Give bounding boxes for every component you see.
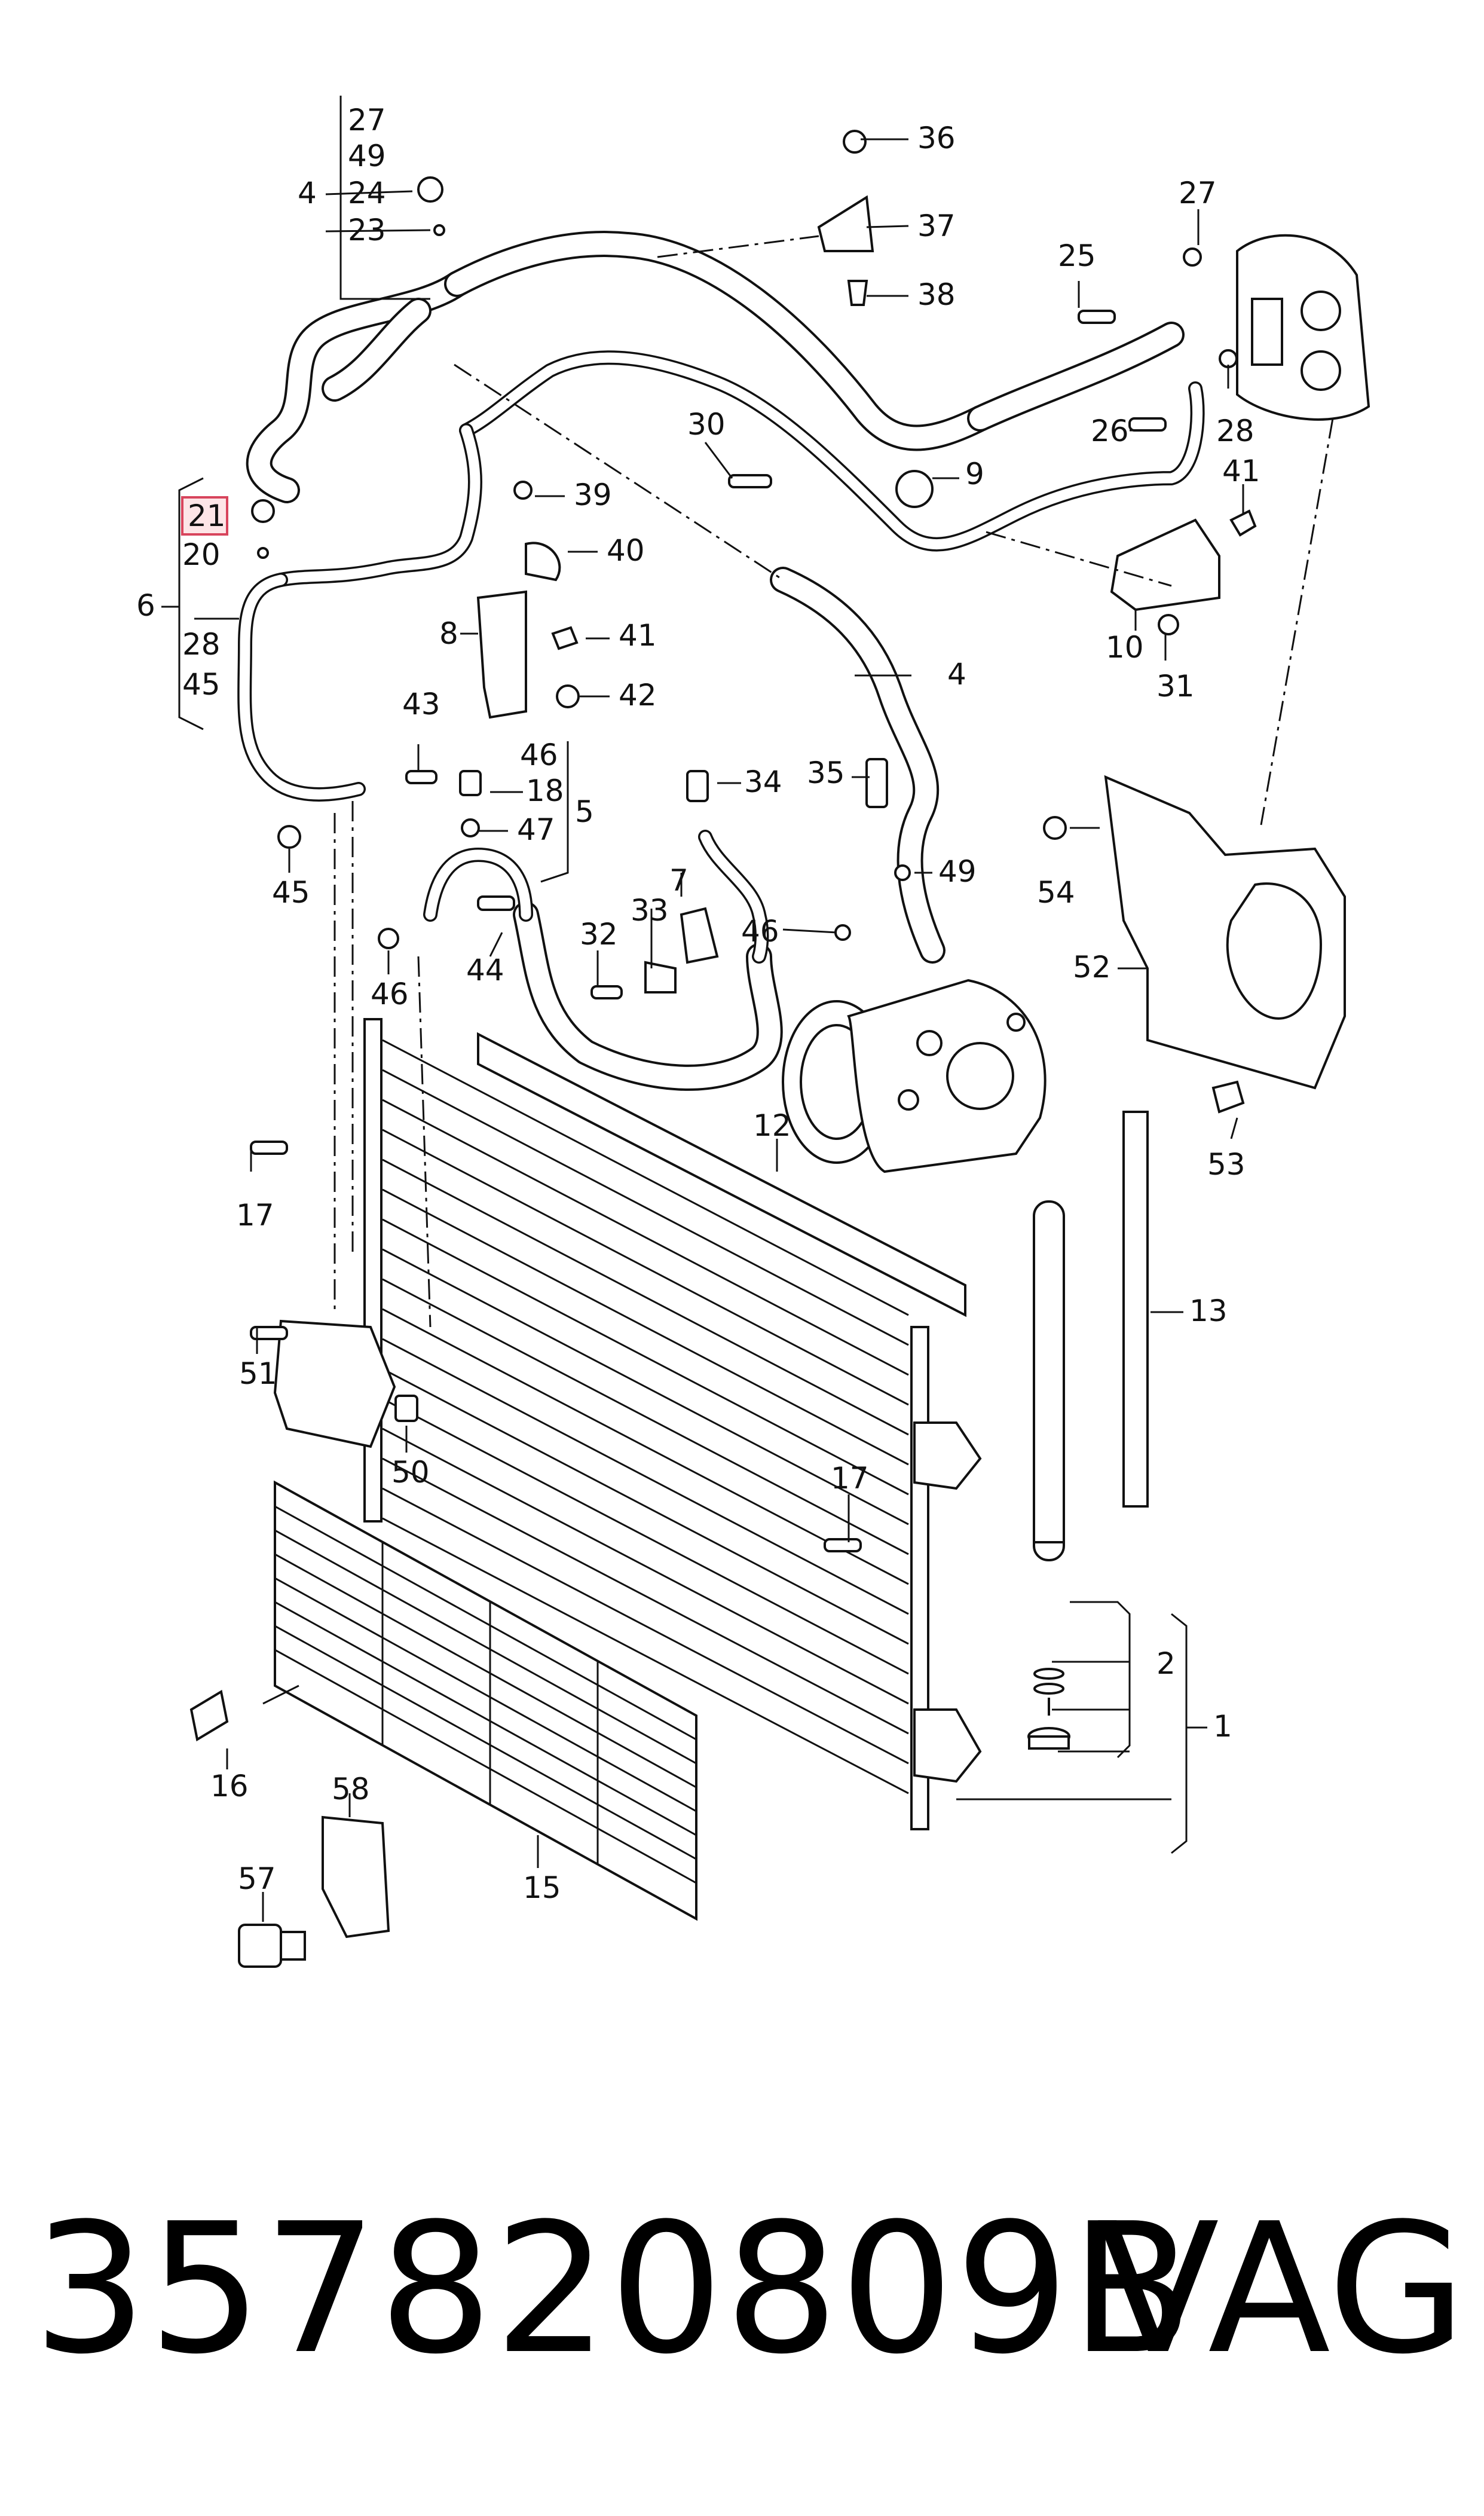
callout-46a: 46 [520,738,558,772]
callout-54: 54 [1037,875,1075,910]
hose-4-lower [770,567,946,964]
callout-41b: 41 [619,618,657,653]
callout-18: 18 [526,774,564,808]
callout-44: 44 [466,953,504,988]
heat-shield [1104,775,1346,1090]
receiver-drier [1027,1200,1070,1750]
hose-4-upper [246,231,1185,503]
callout-labels: 27 49 4 24 23 36 37 38 27 25 26 28 30 9 … [136,103,1260,1905]
callout-41a: 41 [1222,454,1260,488]
callout-58: 58 [332,1772,370,1806]
callout-49b: 49 [938,854,977,889]
hose-7 [698,830,769,964]
callout-27a: 27 [348,103,386,137]
leader-lines [161,96,1244,1922]
callout-20: 20 [182,537,221,572]
part-number: 357820809B [33,2185,1195,2393]
callout-40: 40 [607,533,645,568]
callout-28a: 28 [182,627,221,662]
callout-46c: 46 [371,977,409,1011]
callout-24: 24 [348,176,386,210]
callout-26: 26 [1091,414,1129,448]
callout-45b: 45 [272,875,310,910]
callout-16: 16 [210,1769,249,1803]
callout-33: 33 [631,893,669,928]
callout-12: 12 [753,1108,791,1143]
highlight-box-21 [181,496,228,536]
callout-39: 39 [574,478,612,512]
callout-2: 2 [1156,1646,1176,1681]
callout-45a: 45 [182,667,221,702]
callout-38: 38 [917,277,956,312]
callout-51: 51 [239,1356,277,1391]
callout-5: 5 [575,794,594,829]
pressure-sensor [238,1924,282,1968]
compressor [782,979,1047,1173]
callout-7: 7 [669,863,689,898]
callout-50: 50 [391,1455,430,1490]
bracket-10 [1110,518,1220,612]
callout-4a: 4 [298,176,317,210]
callout-28b: 28 [1216,414,1254,448]
callout-46b: 46 [741,914,779,949]
condenser [274,1018,982,1921]
callout-47: 47 [517,812,555,847]
callout-4b: 4 [947,657,966,692]
callout-30: 30 [687,407,726,442]
bracket-8 [476,590,527,719]
callout-57: 57 [238,1861,276,1896]
callout-17a: 17 [236,1198,274,1233]
callout-37: 37 [917,209,956,243]
callout-34: 34 [744,765,782,799]
callout-27b: 27 [1179,176,1217,210]
bracket-5 [273,1319,396,1448]
bracket-58 [322,1815,390,1939]
callout-32: 32 [580,917,618,952]
evaporator-flange [1236,234,1370,421]
callout-15: 15 [523,1870,561,1905]
hose-5 [423,848,783,1091]
callout-1: 1 [1213,1709,1232,1744]
hose-6 [237,573,366,802]
seal-strip-13 [1122,1111,1149,1508]
brand-label: VAG [1097,2185,1467,2393]
callout-21: 21 [188,499,226,533]
callout-36: 36 [917,121,956,155]
callout-23: 23 [348,213,386,247]
callout-43: 43 [402,687,440,722]
hose-9-line [274,350,1205,587]
callout-42: 42 [619,678,657,713]
callout-53: 53 [1207,1147,1246,1182]
callout-6: 6 [136,588,155,623]
callout-17b: 17 [831,1461,869,1496]
callout-35: 35 [807,756,845,790]
callout-8: 8 [439,616,458,651]
callout-52: 52 [1073,950,1111,985]
callout-10: 10 [1106,630,1144,665]
reference-lines [333,235,1334,1328]
callout-25: 25 [1058,239,1096,273]
callout-31: 31 [1156,669,1195,704]
callout-49a: 49 [348,139,386,173]
callout-9: 9 [965,457,984,491]
callout-13: 13 [1189,1294,1228,1328]
